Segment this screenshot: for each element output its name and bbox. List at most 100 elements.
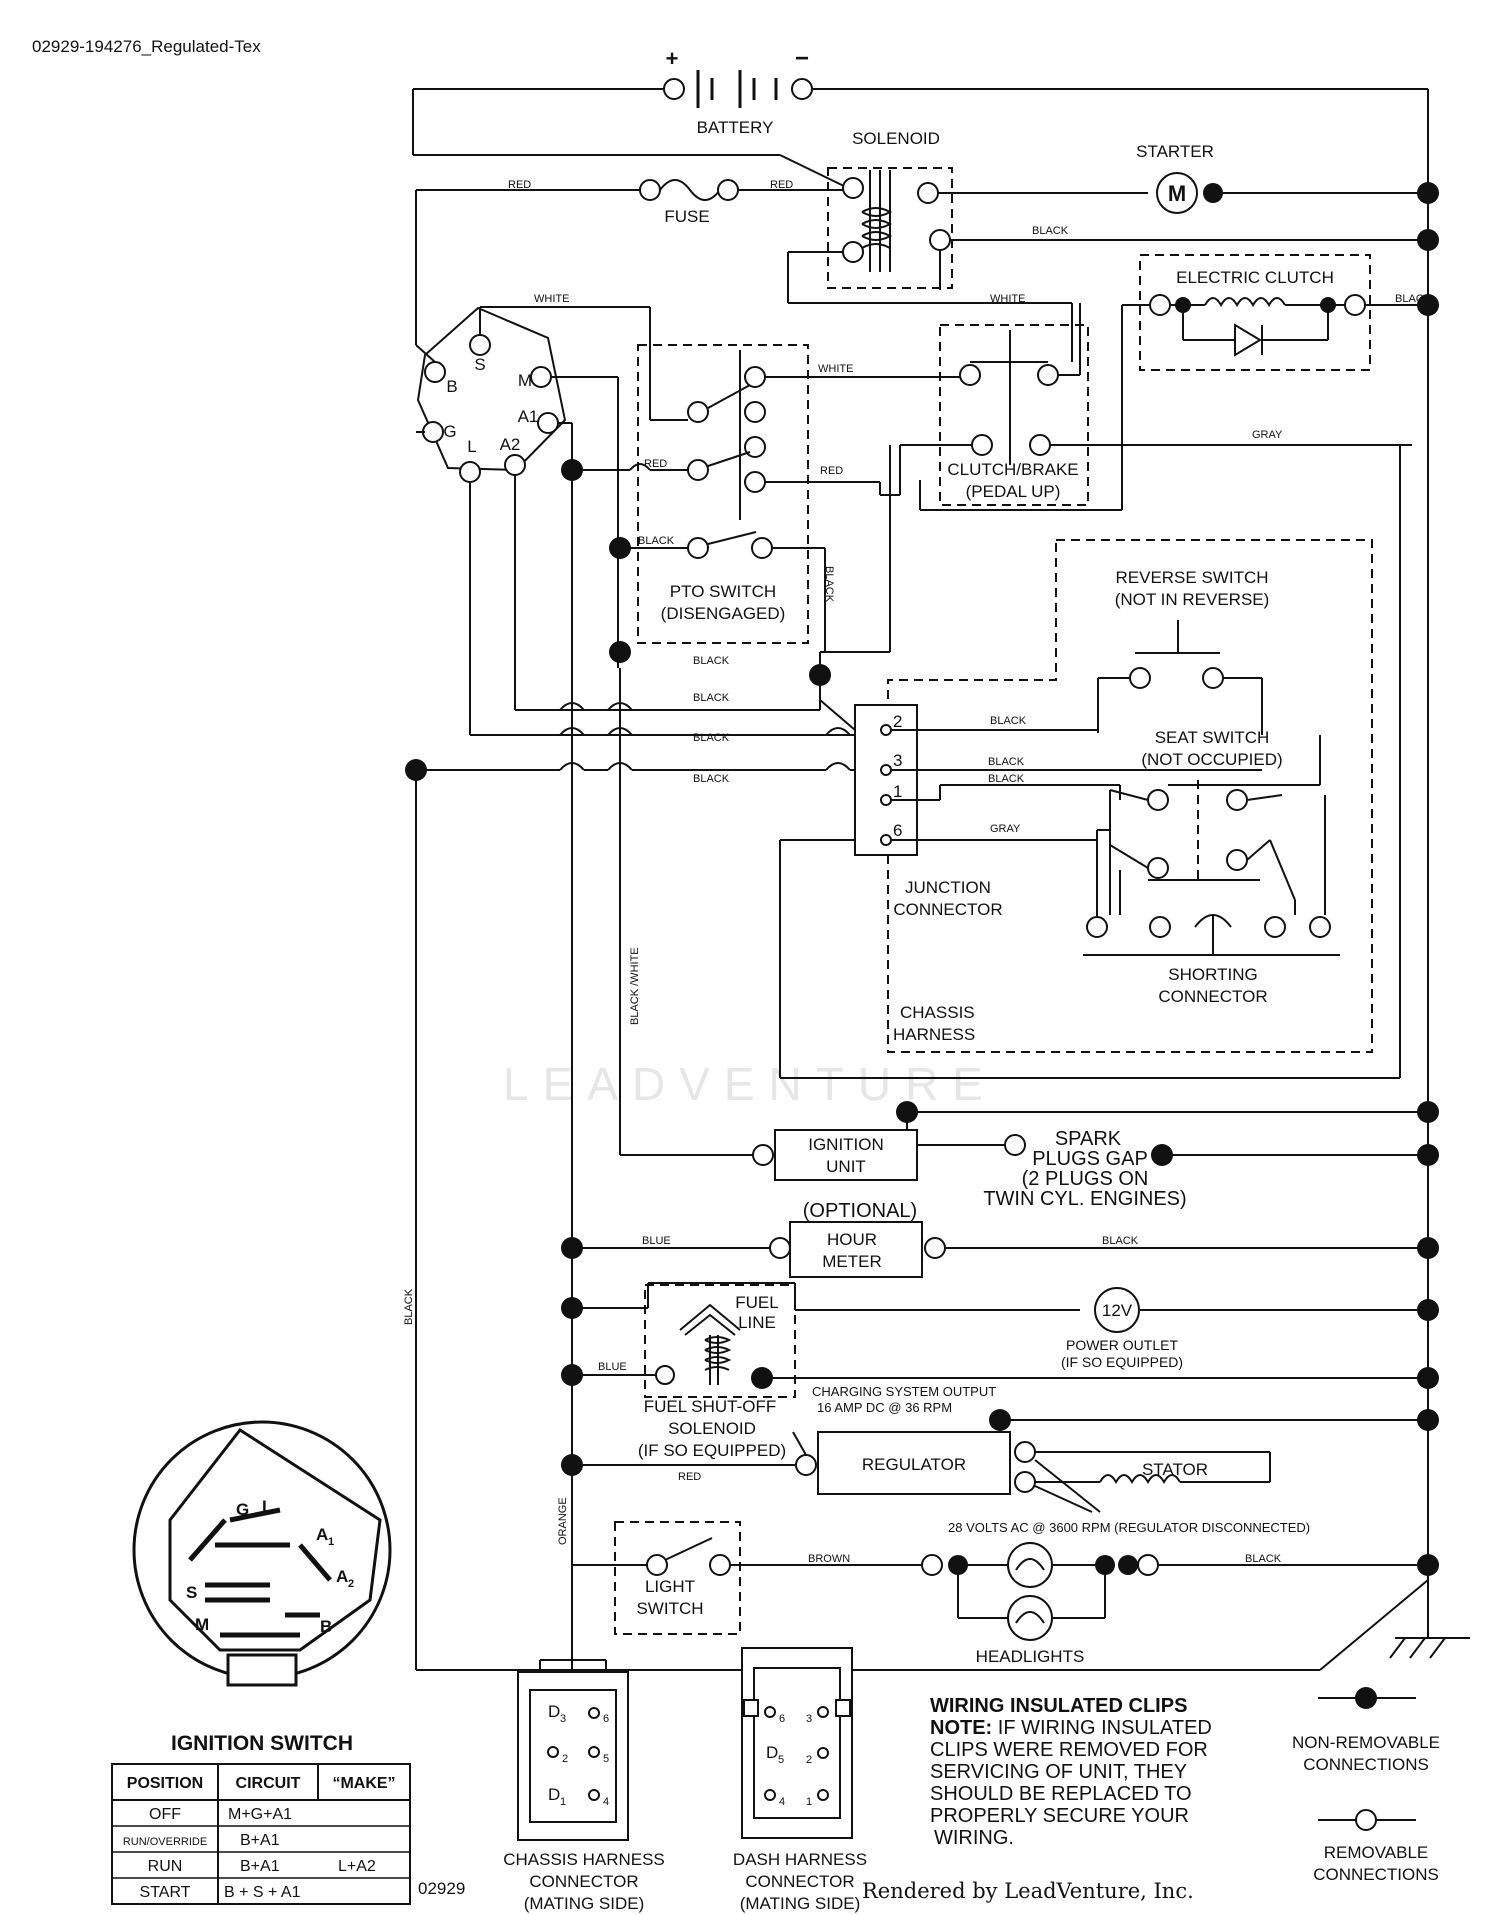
battery-minus-label: −	[795, 45, 809, 72]
chassis-pin-d1: D	[548, 1785, 560, 1804]
chassis-conn-label-1: CHASSIS HARNESS	[503, 1850, 665, 1869]
dash-pin-6: 6	[779, 1713, 785, 1725]
reverse-switch-sub-label: (NOT IN REVERSE)	[1115, 590, 1270, 609]
fuel-shutoff-power	[561, 1282, 1439, 1398]
chassis-conn-label-3: (MATING SIDE)	[524, 1894, 645, 1913]
chassis-pin-5: 5	[603, 1753, 609, 1765]
charging-label-1: CHARGING SYSTEM OUTPUT	[812, 1384, 996, 1399]
light-switch-label-2: SWITCH	[636, 1599, 703, 1618]
rendered-by: Rendered by LeadVenture, Inc.	[862, 1879, 1194, 1903]
table-header-make: “MAKE”	[332, 1775, 395, 1792]
legend	[1318, 1687, 1416, 1831]
wire-brown: BROWN	[808, 1553, 850, 1565]
fuel-shutoff-label-2: SOLENOID	[668, 1419, 756, 1438]
ignition-unit-label-2: UNIT	[826, 1157, 866, 1176]
wire-blue-1: BLUE	[642, 1235, 671, 1247]
chassis-harness-connector	[517, 1659, 629, 1841]
table-row-start-position: START	[140, 1884, 191, 1901]
solenoid	[787, 167, 1428, 362]
optional-label: (OPTIONAL)	[803, 1200, 917, 1222]
pto-switch	[572, 344, 972, 663]
term-g: G	[443, 422, 456, 441]
clips-note-line-2: CLIPS WERE REMOVED FOR	[930, 1739, 1208, 1761]
ignition-switch-schematic	[416, 306, 567, 483]
watermark: LEADVENTURE	[503, 1058, 997, 1110]
table-row-override-circuit: B+A1	[240, 1832, 280, 1849]
fuel-shutoff-label-3: (IF SO EQUIPPED)	[638, 1441, 786, 1460]
dash-harness-connector	[741, 1647, 853, 1839]
wire-white-ign: WHITE	[534, 293, 569, 305]
shorting-connector-label-2: CONNECTOR	[1158, 987, 1267, 1006]
starter-motor-label: M	[1168, 181, 1186, 206]
figure-number: 02929	[418, 1879, 465, 1898]
shorting-connector-label-1: SHORTING	[1168, 965, 1257, 984]
wire-black-main: BLACK	[403, 1288, 415, 1325]
wire-gray-j6: GRAY	[990, 823, 1021, 835]
doc-id: 02929-194276_Regulated-Tex	[32, 37, 261, 56]
chassis-pin-d1-sub: 1	[560, 1796, 566, 1808]
spark-label-3: (2 PLUGS ON	[1022, 1168, 1149, 1190]
table-row-off-position: OFF	[149, 1806, 181, 1823]
clutch-brake-label: CLUTCH/BRAKE	[947, 460, 1078, 479]
chassis-pin-2: 2	[562, 1753, 568, 1765]
wire-red-pto-out: RED	[820, 465, 843, 477]
fuel-shutoff-label-1: FUEL SHUT-OFF	[644, 1397, 777, 1416]
legend-non-removable-1: NON-REMOVABLE	[1292, 1733, 1440, 1752]
legend-removable-1: REMOVABLE	[1324, 1843, 1429, 1862]
pto-switch-label: PTO SWITCH	[670, 582, 776, 601]
junction-connector-label-2: CONNECTOR	[893, 900, 1002, 919]
ignition-switch-face	[132, 1420, 392, 1687]
dash-pin-1: 1	[806, 1796, 812, 1808]
wire-black-1: BLACK	[693, 655, 730, 667]
legend-non-removable-2: CONNECTIONS	[1303, 1755, 1429, 1774]
wire-black-4: BLACK	[693, 773, 730, 785]
dash-conn-label-3: (MATING SIDE)	[740, 1894, 861, 1913]
face-l: L	[262, 1497, 272, 1516]
clutch-brake-switch	[939, 303, 1412, 506]
table-header-circuit: CIRCUIT	[236, 1775, 301, 1792]
solenoid-label: SOLENOID	[852, 129, 940, 148]
wire-red-1: RED	[508, 179, 531, 191]
fuel-line-label-2: LINE	[738, 1313, 776, 1332]
wire-black-j1: BLACK	[988, 773, 1025, 785]
dash-pin-4: 4	[779, 1796, 785, 1808]
table-row-run-circuit: B+A1	[240, 1858, 280, 1875]
light-switch-label-1: LIGHT	[645, 1577, 695, 1596]
term-s: S	[474, 355, 485, 374]
ignition-unit-label-1: IGNITION	[808, 1135, 884, 1154]
face-s: S	[186, 1583, 197, 1602]
junction-pin-2: 2	[893, 712, 902, 731]
volts-ac-label: 28 VOLTS AC @ 3600 RPM (REGULATOR DISCON…	[948, 1520, 1310, 1535]
ignition-unit	[752, 1101, 1439, 1181]
dash-conn-label-1: DASH HARNESS	[733, 1850, 867, 1869]
regulator-label: REGULATOR	[862, 1455, 966, 1474]
wire-black-hour: BLACK	[1102, 1235, 1139, 1247]
junction-pin-1: 1	[893, 782, 902, 801]
junction-pin-6: 6	[893, 821, 902, 840]
spark-label-2: PLUGS GAP	[1032, 1148, 1148, 1170]
wire-black-solenoid: BLACK	[1032, 225, 1069, 237]
pto-switch-sub-label: (DISENGAGED)	[661, 604, 786, 623]
chassis-harness-label-1: CHASSIS	[900, 1003, 975, 1022]
clips-note-line-6: WIRING.	[934, 1827, 1014, 1849]
clips-note-line-1: NOTE: IF WIRING INSULATED	[930, 1717, 1212, 1739]
wire-black-clutch: BLACK	[1395, 293, 1432, 305]
chassis-pin-d3-sub: 3	[560, 1713, 566, 1725]
reverse-switch-label: REVERSE SWITCH	[1115, 568, 1268, 587]
junction-pin-3: 3	[893, 751, 902, 770]
wire-red-reg: RED	[678, 1471, 701, 1483]
wire-gray-1: GRAY	[1252, 429, 1283, 441]
hour-meter-label-1: HOUR	[827, 1230, 877, 1249]
battery	[412, 70, 1428, 189]
legend-removable-2: CONNECTIONS	[1313, 1865, 1439, 1884]
wire-black-3: BLACK	[693, 732, 730, 744]
face-a1-sub: 1	[328, 1536, 334, 1548]
clutch-brake-sub-label: (PEDAL UP)	[966, 482, 1061, 501]
clips-title: WIRING INSULATED CLIPS	[930, 1695, 1187, 1717]
starter-label: STARTER	[1136, 142, 1214, 161]
dash-pin-d5-sub: 5	[778, 1754, 784, 1766]
clips-note-line-4: SHOULD BE REPLACED TO	[930, 1783, 1192, 1805]
dash-conn-label-2: CONNECTOR	[745, 1872, 854, 1891]
ignition-table	[111, 1763, 411, 1905]
wire-blue-2: BLUE	[598, 1361, 627, 1373]
